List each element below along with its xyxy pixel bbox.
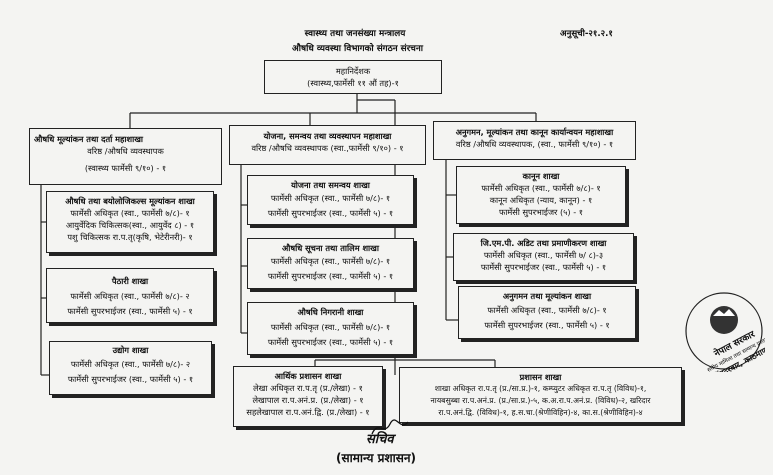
annex-label: अनुसूची-२१.२.१	[560, 29, 613, 39]
branch-title: योजना तथा समन्वय शाखा	[291, 180, 370, 190]
branch-line: फार्मेसी अधिकृत (स्वा., फार्मेसी ७/८)- १	[270, 322, 391, 332]
director-title: महानिर्देशक	[335, 66, 371, 76]
signature-role: (सामान्य प्रशासन)	[336, 451, 417, 465]
branch-title: आर्थिक प्रशासन शाखा	[274, 371, 342, 381]
branch-title: अनुगमन तथा मूल्यांकन शाखा	[502, 291, 592, 301]
branch-pricing: पैठारी शाखा फार्मेसी अधिकृत (स्वा., फार्…	[46, 268, 214, 323]
branch-line: कानून अधिकृत (न्याय, कानून) - १	[489, 195, 593, 205]
branch-title: औषधि निगरानी शाखा	[297, 307, 364, 317]
division-planning: योजना, समन्वय तथा व्यवस्थापन महाशाखा वरि…	[229, 125, 426, 165]
ministry-title: स्वास्थ्य तथा जनसंख्या मन्त्रालय	[304, 29, 406, 39]
branch-info: औषधि सूचना तथा तालिम शाखा फार्मेसी अधिकृ…	[247, 238, 414, 289]
division-line: वरिष्ठ /औषधि व्यवस्थापक	[87, 146, 164, 156]
signature: सचिव	[366, 432, 394, 447]
branch-law: कानून शाखा फार्मेसी अधिकृत (स्वा., फार्म…	[456, 166, 626, 224]
division-line: वरिष्ठ /औषधि व्यवस्थापक, (स्वा., फार्मेस…	[455, 139, 614, 149]
branch-monitor: अनुगमन तथा मूल्यांकन शाखा फार्मेसी अधिकृ…	[458, 286, 636, 339]
branch-line: पशु चिकित्सक रा.प.तृ(कृषि, भेटेरीनरी)- १	[67, 232, 193, 242]
branch-line: फार्मेसी अधिकृत (स्वा., फार्मेसी ७/८)- २	[70, 291, 190, 301]
branch-inspection: औषधि निगरानी शाखा फार्मेसी अधिकृत (स्वा.…	[247, 302, 414, 355]
branch-title: पैठारी शाखा	[111, 276, 149, 286]
branch-admin: प्रशासन शाखा शाखा अधिकृत रा.प.तृ (प्र./स…	[399, 367, 682, 423]
division-drug-eval: औषधि मूल्यांकन तथा दर्ता महाशाखा वरिष्ठ …	[29, 128, 222, 185]
branch-title: औषधि तथा बयोलोजिकल्स मूल्यांकन शाखा	[65, 196, 195, 206]
division-line: (स्वास्थ्य फार्मेसी ९/१०) - १	[84, 163, 167, 173]
branch-line: शाखा अधिकृत रा.प.तृ (प्र./सा.प्र.)-१, कम…	[434, 384, 647, 393]
branch-line: फार्मेसी अधिकृत (स्वा., फार्मेसी ७/८)- २	[70, 359, 191, 369]
government-seal-icon: नेपाल सरकार संघीय मामिला तथा सामान्य प्र…	[685, 292, 765, 372]
department-title: औषधि व्यवस्था विभागको संगठन संरचना	[292, 44, 423, 54]
branch-title: उद्योग शाखा	[112, 345, 149, 355]
branch-line: फार्मेसी अधिकृत (स्वा., फार्मेसी ७/८)- १	[481, 183, 601, 193]
branch-line: फार्मेसी अधिकृत (स्वा., फार्मेसी ७/८)- १	[487, 305, 607, 315]
branch-line: फार्मेसी सुपरभाईजर (स्वा., फार्मेसी ५) -…	[267, 208, 394, 218]
branch-line: नायबसुब्बा रा.प.अनं.प्र. (प्र./सा.प्र.)-…	[430, 396, 651, 405]
branch-gmp: जि.एम.पी. अडिट तथा प्रमाणीकरण शाखा फार्म…	[453, 233, 634, 281]
branch-finance: आर्थिक प्रशासन शाखा लेखा अधिकृत रा.प.तृ …	[233, 366, 383, 427]
branch-line: फार्मेसी सुपरभाईजर (स्वा., फार्मेसी ५) -…	[67, 374, 194, 384]
branch-line: सहलेखापाल रा.प.अनं.द्वि. (प्र./लेखा) - १	[246, 407, 370, 417]
division-line: वरिष्ठ /औषधि व्यवस्थापक (स्वा.,फार्मेसी …	[251, 143, 404, 153]
division-title: अनुगमन, मूल्यांकन तथा कानून कार्यान्वयन …	[455, 127, 614, 137]
division-research: अनुगमन, मूल्यांकन तथा कानून कार्यान्वयन …	[433, 121, 636, 160]
branch-line: लेखा अधिकृत रा.प.तृ (प्र./लेखा) - १	[253, 383, 363, 393]
director-box: महानिर्देशक (स्वास्थ्य,फार्मेसी ११ औं तह…	[264, 60, 442, 94]
branch-line: फार्मेसी सुपरभाईजर (स्वा., फार्मेसी ५) -…	[484, 320, 610, 330]
division-title: योजना, समन्वय तथा व्यवस्थापन महाशाखा	[263, 131, 392, 141]
signature-scribble	[371, 419, 409, 435]
branch-plan-coord: योजना तथा समन्वय शाखा फार्मेसी अधिकृत (स…	[247, 175, 414, 225]
branch-bio: औषधि तथा बयोलोजिकल्स मूल्यांकन शाखा फार्…	[46, 191, 214, 253]
branch-title: जि.एम.पी. अडिट तथा प्रमाणीकरण शाखा	[480, 238, 607, 248]
branch-line: फार्मेसी सुपरभाईजर (स्वा., फार्मेसी ५) -…	[267, 337, 394, 347]
branch-line: फार्मेसी सुपरभाईजर (५) - १	[498, 207, 584, 217]
branch-line: फार्मेसी सुपरभाईजर (स्वा., फार्मेसी ५) -…	[267, 271, 394, 281]
branch-line: फार्मेसी सुपरभाईजर (स्वा., फार्मेसी ५) -…	[67, 306, 193, 316]
branch-title: प्रशासन शाखा	[519, 372, 562, 382]
branch-industry: उद्योग शाखा फार्मेसी अधिकृत (स्वा., फार्…	[49, 341, 212, 395]
branch-title: कानून शाखा	[522, 171, 560, 181]
branch-line: फार्मेसी सुपरभाईजर (स्वा., फार्मेसी ५) -…	[480, 262, 607, 272]
director-sub: (स्वास्थ्य,फार्मेसी ११ औं तह)-१	[307, 78, 399, 88]
branch-title: औषधि सूचना तथा तालिम शाखा	[282, 243, 379, 253]
division-title: औषधि मूल्यांकन तथा दर्ता महाशाखा	[34, 134, 144, 144]
branch-line: रा.प.अनं.द्वि. (विविध)-१, ह.स.चा.(श्रेणी…	[438, 408, 643, 417]
branch-line: फार्मेसी अधिकृत (स्वा., फार्मेसी ७/८)- १	[270, 193, 391, 203]
branch-line: फार्मेसी अधिकृत (स्वा., फार्मेसी ७/८)- १	[270, 256, 391, 266]
branch-line: फार्मेसी अधिकृत (स्वा., फार्मेसी ७/ ८)-३	[483, 250, 604, 260]
branch-line: फार्मेसी अधिकृत (स्वा., फार्मेसी ७/८)- १	[70, 208, 190, 218]
branch-line: आयुर्वेदिक चिकित्सक(स्वा., आयुर्वेद ८) -…	[65, 220, 195, 230]
branch-line: लेखापाल रा.प.अनं.प्र. (प्र./लेखा) - १	[252, 395, 364, 405]
